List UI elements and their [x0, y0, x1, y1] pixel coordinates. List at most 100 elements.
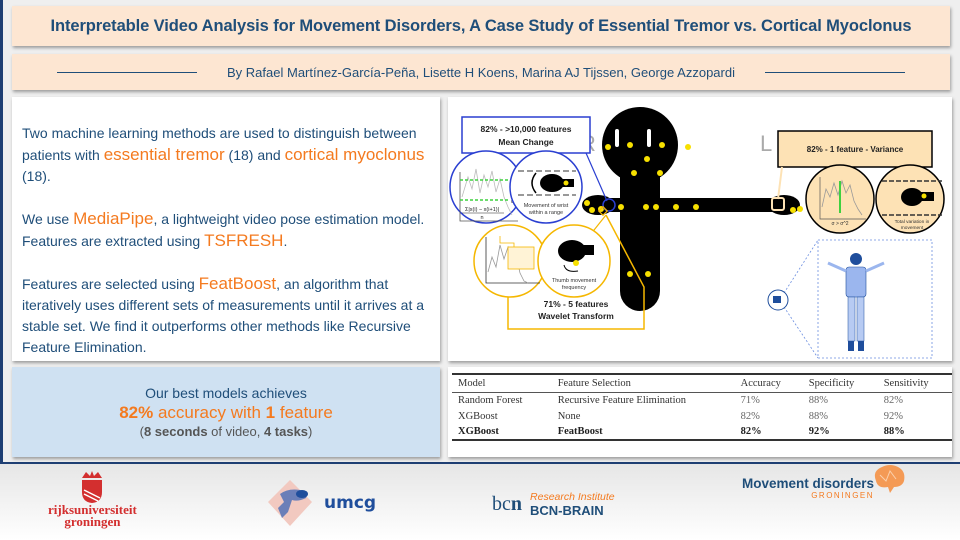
text: Features are selected using	[22, 276, 199, 292]
tv-caption-1: Total variation in	[895, 219, 930, 225]
method-figure: R L 82% - >10,000 features Mean Change q…	[448, 97, 952, 361]
variance-pointer	[777, 166, 783, 200]
mean-change-line2: Mean Change	[498, 137, 554, 147]
text: accuracy with	[153, 403, 266, 422]
divider-right	[764, 71, 905, 73]
mdg-line-2: GRONINGEN	[811, 491, 875, 500]
authors-text: By Rafael Martínez-García-Peña, Lisette …	[227, 64, 735, 80]
eye-slot-left	[615, 129, 619, 147]
highlight-tsfresh: TSFRESH	[204, 231, 284, 250]
wavelet-callout: Thumb movement frequency 71% - 5 feature…	[473, 214, 645, 330]
bcn-line-2: BCN-BRAIN	[530, 503, 604, 518]
cell-model: XGBoost	[452, 424, 552, 441]
result-line-1: Our best models achieves	[145, 385, 307, 401]
bcn-mark-icon: bcn	[492, 493, 522, 516]
variance-trace	[821, 179, 863, 216]
plot-axes	[459, 172, 518, 222]
text: (	[139, 424, 144, 439]
variance-callout: 82% - 1 feature - Variance σ > σ^2 Total…	[777, 130, 945, 234]
cell-specificity: 88%	[808, 410, 828, 422]
wrist-caption-2: within a range	[528, 210, 563, 216]
movement-arrow-icon	[531, 172, 537, 194]
result-line-2: 82% accuracy with 1 feature	[119, 403, 333, 423]
umcg-wordmark: umcg	[324, 493, 377, 513]
text: )	[308, 424, 313, 439]
col-feature-selection: Feature Selection	[551, 373, 735, 393]
mdg-text: Movement disorders GRONINGEN	[742, 476, 874, 500]
text: We use	[22, 211, 74, 227]
pose-capture-illustration	[767, 239, 933, 359]
text: (18).	[22, 168, 51, 184]
intro-paragraph-1: Two machine learning methods are used to…	[22, 123, 430, 187]
results-table-panel: Model Feature Selection Accuracy Specifi…	[448, 367, 952, 457]
cell-specificity: 92%	[802, 424, 878, 441]
highlight-featboost: FeatBoost	[198, 274, 277, 293]
result-feature-count: 1	[265, 403, 276, 422]
method-diagram: R L 82% - >10,000 features Mean Change q…	[449, 107, 945, 359]
wavelet-inset	[507, 246, 535, 270]
tv-hand-shape	[901, 188, 923, 206]
text: .	[283, 233, 288, 249]
text: feature	[275, 403, 333, 422]
mean-change-box	[461, 116, 591, 154]
title-banner: Interpretable Video Analysis for Movemen…	[12, 6, 950, 46]
person-foot-right	[848, 341, 854, 351]
hand-skeleton	[582, 107, 803, 311]
col-model: Model	[452, 373, 552, 393]
intro-paragraph-3: Features are selected using FeatBoost, a…	[22, 273, 430, 358]
mean-change-callout: 82% - >10,000 features Mean Change q1 q2…	[449, 116, 608, 224]
text: , an algorithm that iteratively uses dif…	[22, 276, 425, 355]
divider-left	[57, 71, 198, 73]
person-arm-right	[827, 261, 847, 273]
text: of video,	[207, 424, 264, 439]
umcg-frog-icon	[268, 480, 312, 526]
thumb-caption-2: frequency	[562, 285, 586, 291]
person-foot-left	[858, 341, 864, 351]
mean-change-formula: Σ|x(i) − x(i+1)|	[465, 207, 499, 213]
rug-line-1: rijksuniversiteit	[48, 502, 137, 517]
cell-feature-selection: Recursive Feature Elimination	[557, 394, 686, 406]
table-row: XGBoost FeatBoost 82% 92% 88%	[452, 424, 952, 441]
cell-feature-selection: None	[557, 410, 581, 422]
person-torso	[845, 266, 867, 298]
mdg-line-1: Movement disorders	[742, 476, 875, 491]
eye-slot-right	[647, 129, 651, 147]
result-line-3: (8 seconds of video, 4 tasks)	[140, 423, 313, 441]
col-accuracy: Accuracy	[734, 373, 803, 393]
wavelet-line2: Wavelet Transform	[538, 311, 614, 321]
logo-movement-disorders-groningen: Movement disorders GRONINGEN	[742, 465, 906, 500]
tv-caption-2: movement	[901, 225, 924, 231]
intro-panel: Two machine learning methods are used to…	[12, 97, 440, 361]
col-sensitivity: Sensitivity	[877, 373, 952, 393]
wrist-highlight-right	[602, 198, 616, 212]
tv-keypoint	[921, 193, 927, 199]
signal-trace	[461, 168, 513, 216]
trunk-shape	[620, 141, 660, 311]
poster-title: Interpretable Video Analysis for Movemen…	[50, 16, 912, 35]
pose-frame	[817, 239, 933, 359]
keypoints	[584, 142, 803, 277]
highlight-essential-tremor: essential tremor	[103, 145, 225, 164]
variance-box	[777, 130, 933, 168]
mean-change-line1: 82% - >10,000 features	[481, 124, 572, 134]
wrist-caption-1: Movement of wrist	[524, 203, 569, 209]
variance-line1: 82% - 1 feature - Variance	[807, 145, 904, 154]
text: , a lightweight video pose estimation mo…	[22, 211, 425, 249]
bcn-mark-n: n	[510, 492, 523, 515]
logo-umcg: umcg	[266, 478, 376, 528]
brain-icon	[874, 465, 905, 493]
wavelet-axes	[485, 237, 540, 284]
result-accuracy: 82%	[119, 403, 154, 422]
variance-sigma-label: σ > σ^2	[832, 221, 849, 227]
person-leg-right	[847, 296, 856, 342]
result-tasks: 4 tasks	[263, 424, 309, 439]
person-head	[850, 253, 862, 265]
view-cone-top	[783, 239, 819, 294]
table-header-row: Model Feature Selection Accuracy Specifi…	[452, 373, 952, 393]
thumb-keypoint	[573, 260, 579, 266]
cell-model: XGBoost	[458, 410, 498, 422]
thumb-caption-1: Thumb movement	[552, 278, 597, 284]
result-duration: 8 seconds	[143, 424, 208, 439]
person-leg-left	[856, 296, 865, 342]
wrist-keypoint	[563, 180, 569, 186]
